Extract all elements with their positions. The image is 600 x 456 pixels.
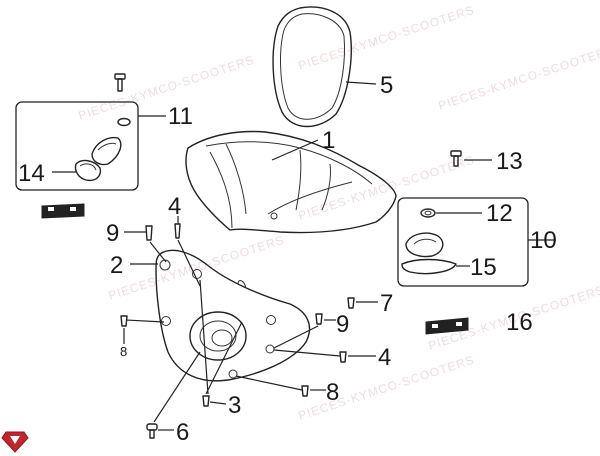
bolt-top-left [114,73,126,92]
callout-3: 3 [228,392,241,419]
callout-4a: 4 [168,193,181,220]
leader-1 [271,139,319,161]
leader-3-ext-b [205,321,243,395]
box-assembly-10 [397,197,529,287]
screw-8-left [120,315,128,327]
leader-4b-ext [273,349,341,357]
screw-9-left [145,225,153,241]
callout-9a: 9 [106,220,119,247]
part-15-lens [401,258,457,275]
brand-logo [1,431,29,453]
callout-15: 15 [470,254,497,281]
part-13-bolt [450,150,462,167]
callout-13: 13 [496,148,523,175]
callout-12: 12 [486,200,513,227]
callout-8b: 8 [326,379,339,406]
screw-3 [202,395,210,407]
part-5-visor [272,6,352,128]
screw-9-right [315,313,323,325]
bracket-left [41,203,85,219]
watermark-text: PIECES-KYMCO-SCOOTERS [297,3,477,73]
callout-11: 11 [168,103,193,130]
screw-8-right [301,385,309,397]
box-assembly-11 [15,101,139,191]
callout-1: 1 [322,127,335,154]
watermark-text: PIECES-KYMCO-SCOOTERS [77,53,257,123]
callout-7: 7 [380,290,393,317]
part-14-lens [74,159,102,182]
part-1-handlebar-cover [185,130,397,234]
leader-5 [345,81,377,85]
leader-9b-ext [273,325,319,349]
leader-4a-ext [177,239,201,287]
leader-8b-ext [235,375,303,391]
leader-3 [209,401,227,405]
part-2-rear-cover [155,249,311,382]
watermark-group: PIECES-KYMCO-SCOOTERS PIECES-KYMCO-SCOOT… [77,3,600,423]
callout-6: 6 [176,419,189,446]
callout-4b: 4 [378,344,391,371]
leader-3-ext-a [199,279,209,395]
part-11-lamp-housing [91,117,131,166]
screw-4-right [339,351,347,363]
part-16-bracket [425,317,469,335]
callout-9b: 9 [336,311,349,338]
screw-7 [347,297,355,309]
callout-16: 16 [506,309,533,336]
part-10-lamp-housing [405,232,444,258]
watermark-text: PIECES-KYMCO-SCOOTERS [107,233,287,303]
screw-6 [146,423,158,439]
callout-5: 5 [380,72,393,99]
callout-14: 14 [18,160,45,187]
leader-6-ext [153,351,201,423]
screw-4-top [174,223,181,239]
watermark-text: PIECES-KYMCO-SCOOTERS [437,43,600,113]
leader-8a-ext [125,319,165,323]
part-12-small-lens [420,208,436,218]
leader-9a-ext [149,241,167,263]
callout-10: 10 [530,227,557,254]
callout-2: 2 [110,252,123,279]
callout-8a: 8 [120,344,127,359]
